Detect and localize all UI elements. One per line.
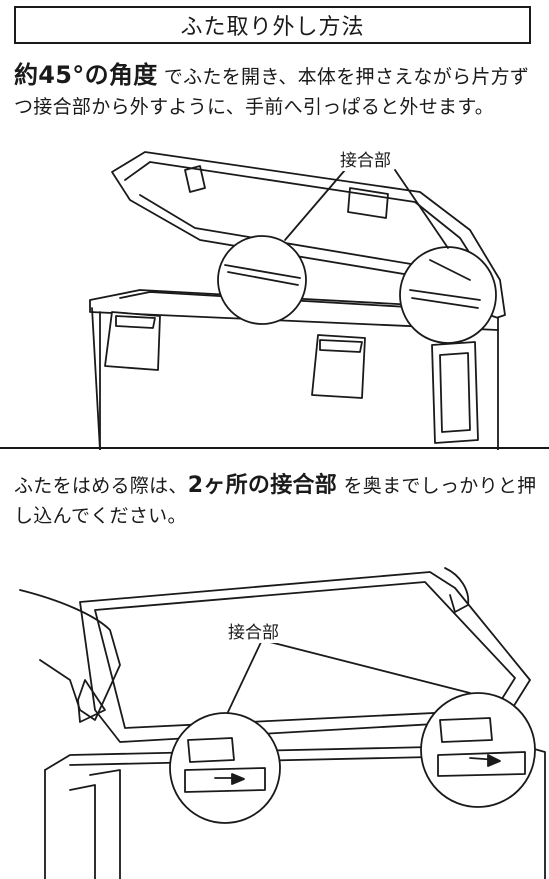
step2-callout-label: 接合部 [226, 618, 281, 643]
step2-instruction: ふたをはめる際は、2ヶ所の接合部 を奥までしっかりと押し込んでください。 [14, 471, 539, 531]
step2-emphasis: 2ヶ所の接合部 [187, 473, 338, 498]
step2-text-start: ふたをはめる際は、 [14, 475, 188, 497]
section-divider [0, 447, 549, 449]
lid-open-illustration [89, 151, 506, 450]
section-title: ふた取り外し方法 [14, 6, 531, 44]
step1-instruction: 約45°の角度 でふたを開き、本体を押さえながら片方ずつ接合部から外すように、手… [14, 60, 539, 122]
step1-emphasis: 約45°の角度 [14, 61, 158, 89]
step1-text: でふたを開き、本体を押さえながら片方ずつ接合部から外すように、手前へ引っぱると外… [14, 66, 530, 118]
step1-callout-label: 接合部 [338, 146, 393, 171]
section-title-text: ふた取り外し方法 [180, 15, 365, 40]
lid-attach-illustration [19, 567, 546, 879]
step2-text-end: を奥までしっかりと押し込んでください。 [14, 475, 537, 527]
